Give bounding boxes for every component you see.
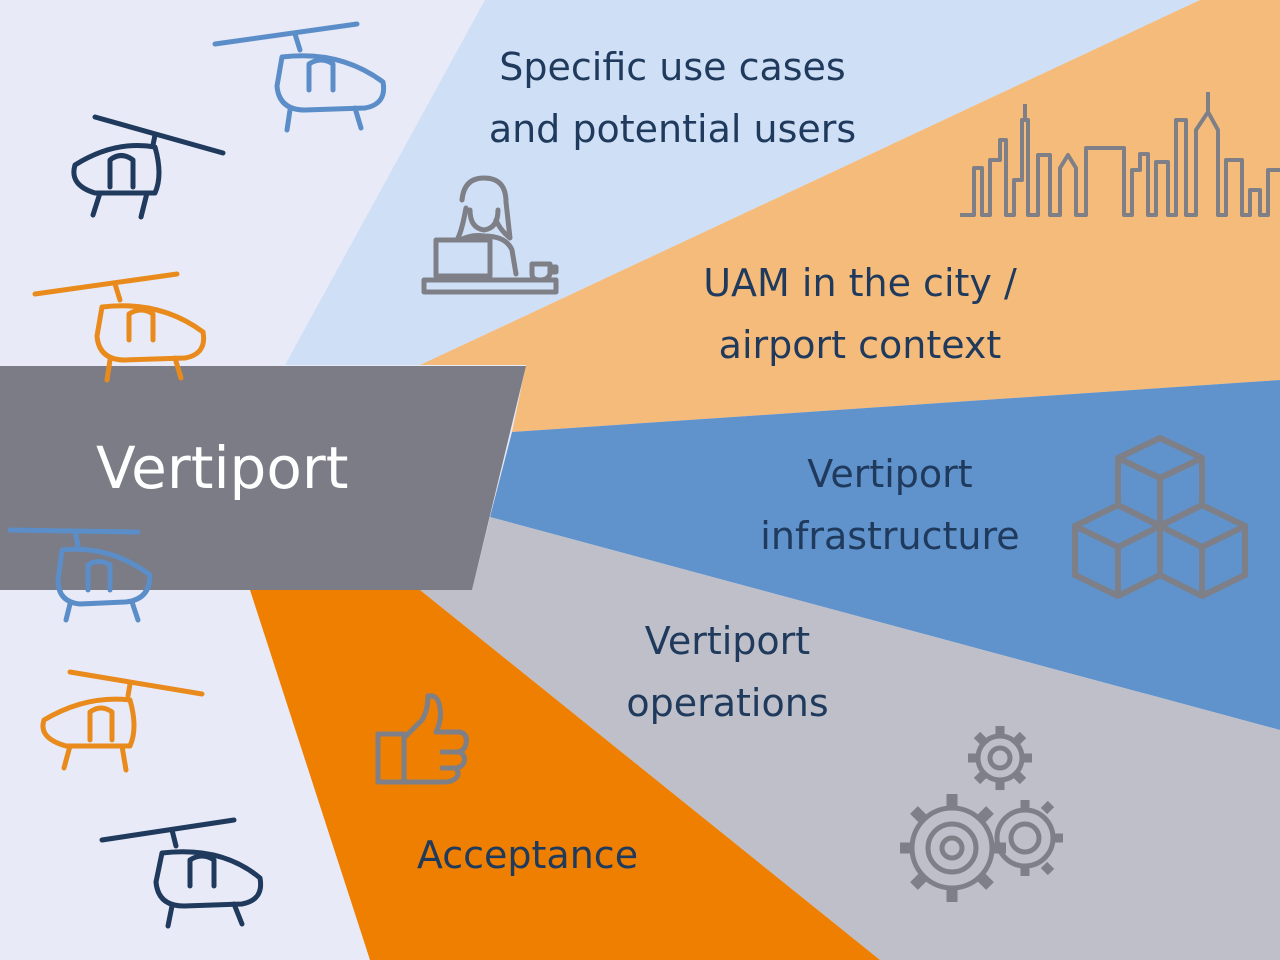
helicopter-icon — [40, 669, 205, 773]
helicopter-icon — [71, 114, 226, 220]
person-at-laptop-icon — [421, 175, 559, 295]
helicopter-icon — [32, 271, 207, 383]
segment-city-ray — [420, 0, 1280, 432]
city-skyline-icon — [960, 92, 1280, 217]
helicopter-icon — [99, 817, 264, 929]
segment-city-label: UAM in the city / airport context — [703, 261, 1017, 367]
helicopter-icon — [7, 527, 153, 623]
segment-use-cases-label: Specific use cases and potential users — [488, 45, 857, 151]
gears-icon — [900, 726, 1063, 902]
thumbs-up-icon — [375, 693, 469, 785]
segment-acceptance-ray — [250, 590, 880, 960]
helicopter-icon — [212, 21, 387, 133]
segment-infrastructure-label: Vertiport infrastructure — [760, 452, 1020, 558]
segment-operations-ray — [420, 517, 1280, 960]
segment-infrastructure-ray — [490, 380, 1280, 730]
segment-acceptance-label: Acceptance — [416, 833, 639, 877]
cubes-icon — [1072, 435, 1248, 599]
hub-title: Vertiport — [96, 434, 349, 502]
segment-operations-label: Vertiport operations — [626, 619, 829, 725]
